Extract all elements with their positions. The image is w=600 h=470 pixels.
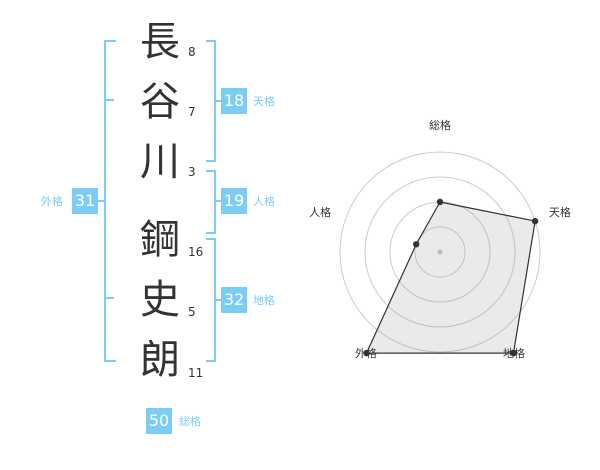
chikaku-bracket-connector <box>214 299 222 301</box>
tenkaku-badge: 18 <box>221 88 247 114</box>
soukaku-label: 総格 <box>179 415 201 428</box>
tenkaku-label: 天格 <box>253 95 275 108</box>
name-char-4: 鋼 <box>140 217 180 263</box>
radar-axis-label-1: 総格 <box>429 119 451 132</box>
name-char-1: 長 <box>140 19 180 65</box>
radar-grid-ring <box>414 226 466 278</box>
name-char-6: 朗 <box>140 337 180 383</box>
name-char-5: 史 <box>140 277 180 323</box>
name-char-3: 川 <box>140 139 180 185</box>
radar-axis-label-2: 天格 <box>548 206 571 220</box>
stroke-count-4: 16 <box>188 245 204 259</box>
jinkaku-badge: 19 <box>221 188 247 214</box>
jinkaku-label: 人格 <box>253 195 275 208</box>
chikaku-badge: 32 <box>221 287 247 313</box>
jinkaku-bracket-connector <box>214 200 222 202</box>
gaikaku-bracket-tick <box>104 297 114 299</box>
radar-center-point <box>437 249 443 255</box>
stroke-count-2: 7 <box>188 105 196 119</box>
radar-point-1 <box>436 198 444 206</box>
chikaku-label: 地格 <box>253 294 275 307</box>
radar-point-4 <box>363 349 370 357</box>
radar-value-polygon <box>365 201 536 354</box>
stroke-count-3: 3 <box>188 165 196 179</box>
radar-point-2 <box>531 217 539 225</box>
stroke-count-5: 5 <box>188 305 196 319</box>
soukaku-badge: 50 <box>146 408 172 434</box>
radar-grid-ring <box>364 176 516 328</box>
name-char-2: 谷 <box>140 79 180 125</box>
radar-point-5 <box>413 241 420 248</box>
radar-grid-ring <box>339 151 541 353</box>
gaikaku-bracket-connector <box>98 200 106 202</box>
radar-axis-label-3: 地格 <box>503 346 526 360</box>
gaikaku-badge: 31 <box>72 188 98 214</box>
stroke-count-6: 11 <box>188 366 204 380</box>
radar-axis-label-4: 外格 <box>354 346 377 360</box>
gaikaku-label: 外格 <box>41 195 63 208</box>
tenkaku-bracket-connector <box>214 100 222 102</box>
radar-axis-label-5: 人格 <box>309 206 332 220</box>
radar-point-3 <box>510 349 517 357</box>
gaikaku-bracket-tick <box>104 99 114 101</box>
stroke-count-1: 8 <box>188 45 196 59</box>
jinkaku-bracket <box>206 170 216 234</box>
